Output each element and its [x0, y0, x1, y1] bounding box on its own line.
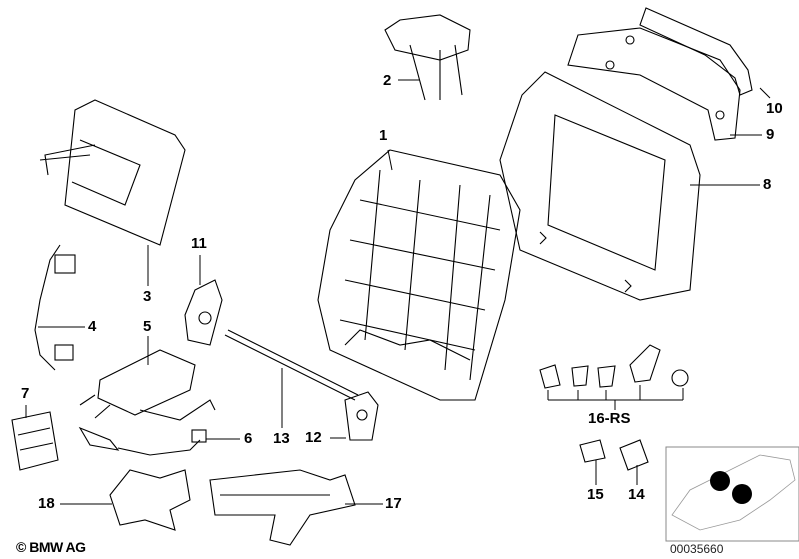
callout-7: 7 — [21, 385, 30, 402]
callout-17: 17 — [385, 495, 402, 512]
part-16-rs-clips — [539, 344, 689, 389]
part-6-sensor — [78, 426, 207, 456]
part-14-clip — [619, 439, 649, 471]
callout-2: 2 — [383, 72, 392, 89]
callout-9: 9 — [766, 126, 775, 143]
part-8-back-panel — [499, 71, 701, 301]
callout-1: 1 — [379, 127, 388, 144]
part-7-switch — [11, 411, 59, 471]
part-3-heating-pad — [39, 99, 186, 246]
copyright: © BMW AG — [16, 539, 86, 555]
document-number: 00035660 — [670, 542, 724, 556]
part-18-pad — [109, 469, 191, 531]
callout-15: 15 — [587, 486, 604, 503]
callout-14: 14 — [628, 486, 645, 503]
callout-11: 11 — [191, 235, 207, 252]
callout-6: 6 — [244, 430, 253, 447]
leader-lines — [25, 79, 771, 505]
part-1-backrest-frame — [317, 149, 521, 401]
part-17-harness-tray — [209, 469, 356, 546]
callout-5: 5 — [143, 318, 152, 335]
location-marker — [732, 484, 752, 504]
callout-16-rs: 16-RS — [588, 410, 631, 427]
callout-13: 13 — [273, 430, 290, 447]
callout-18: 18 — [38, 495, 55, 512]
part-5-control-module — [79, 349, 216, 421]
callout-8: 8 — [763, 176, 772, 193]
callout-3: 3 — [143, 288, 152, 305]
part-9-back-panel-upper — [567, 27, 741, 141]
callout-4: 4 — [88, 318, 97, 335]
part-2-headrest-guide — [384, 14, 471, 101]
part-4-wiring — [34, 244, 76, 371]
callout-12: 12 — [305, 429, 322, 446]
callout-10: 10 — [766, 100, 783, 117]
part-12-recliner-adjuster — [344, 391, 379, 441]
part-11-recliner-adjuster — [184, 279, 223, 346]
location-marker — [710, 471, 730, 491]
part-15-clip — [579, 439, 606, 463]
vehicle-location-inset — [665, 446, 799, 542]
part-13-connecting-rod — [224, 329, 359, 401]
